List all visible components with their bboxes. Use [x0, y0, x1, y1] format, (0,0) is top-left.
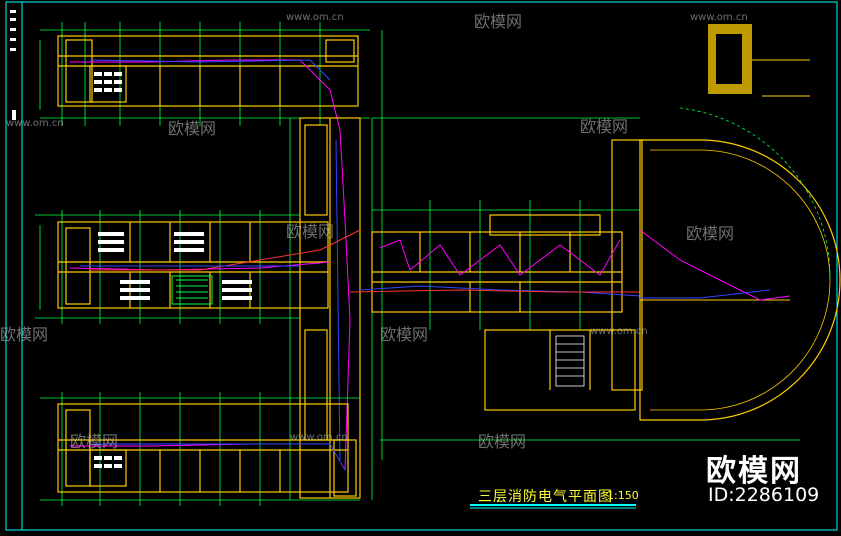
- left-strip-marks: [10, 10, 16, 120]
- detail-block: [708, 24, 810, 97]
- drawing-scale: 1:150: [607, 489, 639, 502]
- bottom-wing: [40, 392, 360, 506]
- top-wing: [39, 22, 370, 131]
- middle-wing: [35, 210, 361, 324]
- top-wing-walls: [57, 35, 359, 107]
- east-wing: [349, 117, 800, 441]
- stair-block: [171, 275, 213, 305]
- lecture-hall: [639, 107, 841, 421]
- east-stair: [555, 335, 585, 387]
- drawing-title: 三层消防电气平面图: [478, 489, 613, 505]
- top-wing-wiring: [70, 59, 341, 131]
- watermark-logo-text: 欧模网: [706, 454, 802, 489]
- watermark-id: ID:2286109: [708, 484, 820, 506]
- top-wing-desks: [94, 72, 122, 92]
- drawing-frame: [5, 1, 838, 531]
- central-spine: [289, 30, 383, 500]
- top-wing-cable: [89, 59, 331, 81]
